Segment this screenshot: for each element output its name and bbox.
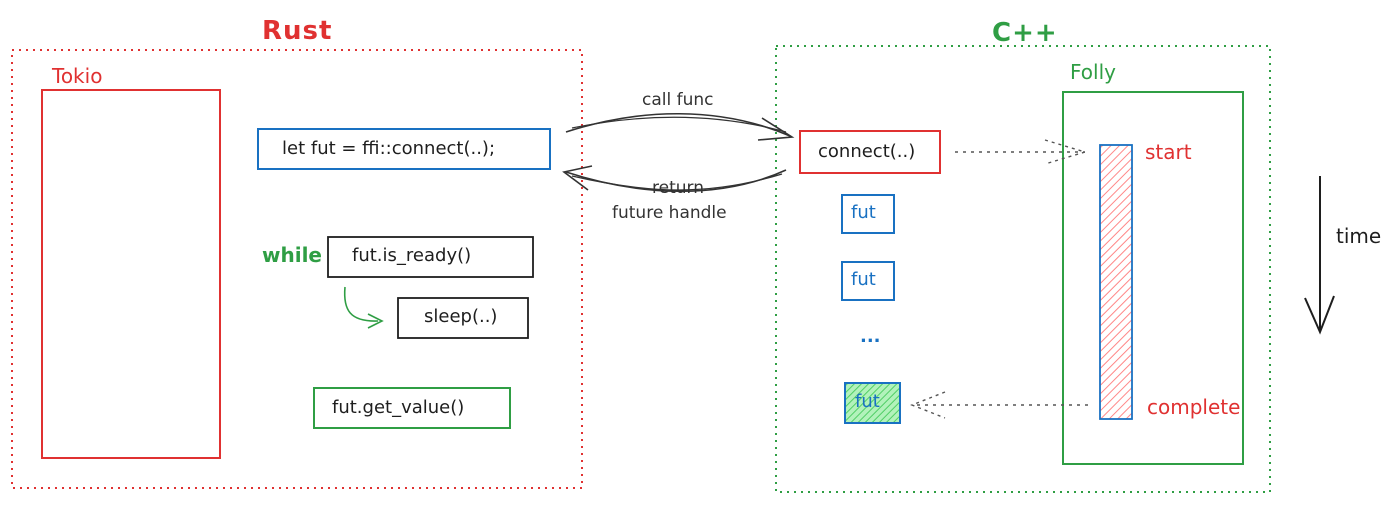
return-label: return: [652, 178, 704, 198]
time-label: time: [1336, 224, 1382, 248]
connect-stmt-box: [257, 128, 551, 170]
call-func-arrowhead: [757, 117, 795, 141]
folly-box: [1062, 91, 1244, 465]
connect-stmt-text: let fut = ffi::connect(..);: [282, 138, 496, 159]
fut-box-done: [844, 382, 901, 424]
folly-label: Folly: [1070, 60, 1116, 84]
future-handle-label: future handle: [612, 203, 727, 223]
complete-dotted-arrowhead: [910, 391, 946, 419]
folly-timeline-bar: [1099, 144, 1133, 420]
ready-stmt-text: fut.is_ready(): [352, 245, 472, 266]
time-arrowhead: [1304, 295, 1335, 335]
return-arrowhead: [562, 165, 593, 191]
ready-stmt-box: [327, 236, 534, 278]
call-func-label: call func: [642, 90, 714, 110]
tokio-label: Tokio: [52, 64, 103, 88]
sleep-loop-arrowhead: [367, 313, 384, 329]
complete-label: complete: [1147, 395, 1241, 419]
fut-text-done: fut: [855, 391, 880, 412]
get-stmt-text: fut.get_value(): [332, 397, 465, 418]
start-label: start: [1145, 140, 1192, 164]
cpp-connect-box: [799, 130, 941, 174]
fut-ellipsis: ...: [860, 326, 881, 347]
fut-text-1: fut: [851, 202, 876, 223]
tokio-box: [41, 89, 221, 459]
fut-box-2: [841, 261, 895, 301]
get-stmt-box: [313, 387, 511, 429]
call-func-arrow-alt: [571, 116, 787, 133]
cpp-region: [775, 45, 1271, 493]
rust-region: [11, 49, 583, 489]
fut-text-2: fut: [851, 269, 876, 290]
fut-box-1: [841, 194, 895, 234]
return-arrow-alt: [571, 173, 783, 191]
cpp-connect-text: connect(..): [818, 141, 916, 162]
sleep-stmt-box: [397, 297, 529, 339]
sleep-loop-arrow: [343, 286, 379, 322]
cpp-title: C++: [992, 18, 1058, 48]
sleep-stmt-text: sleep(..): [424, 306, 498, 327]
while-keyword: while: [262, 243, 322, 267]
rust-title: Rust: [262, 16, 333, 46]
